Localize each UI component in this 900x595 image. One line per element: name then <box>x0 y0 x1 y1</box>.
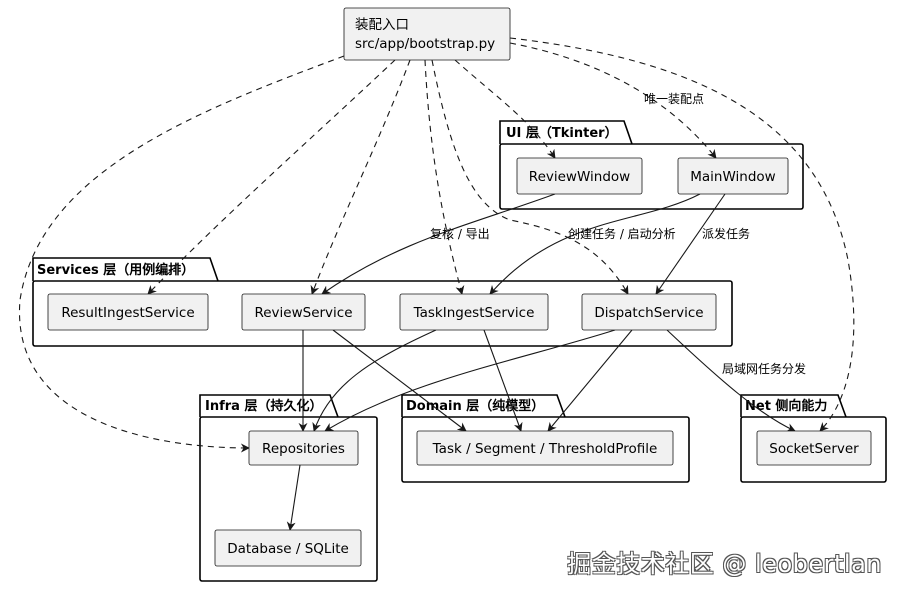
edge-taskingest-domain <box>483 329 523 432</box>
edge-entry-reviewwindow <box>454 59 556 159</box>
edge-dispatch-socketserver <box>666 329 796 432</box>
node-review-window: ReviewWindow <box>516 157 643 195</box>
package-infra-title: Infra 层（持久化） <box>205 398 322 414</box>
edge-entry-reviewservice <box>310 59 411 295</box>
node-database-label: Database / SQLite <box>227 541 349 557</box>
node-result-ingest-service-label: ResultIngestService <box>61 305 194 321</box>
edge-reviewservice-domain <box>332 329 467 432</box>
edge-label-review-export: 复核 / 导出 <box>430 227 490 241</box>
edge-entry-socketserver <box>509 37 855 432</box>
node-review-service: ReviewService <box>241 293 366 331</box>
node-result-ingest-service: ResultIngestService <box>47 293 209 331</box>
edge-entry-repositories <box>19 55 345 453</box>
node-database: Database / SQLite <box>214 529 362 567</box>
node-socket-server: SocketServer <box>756 430 872 466</box>
node-task-ingest-service: TaskIngestService <box>399 293 549 331</box>
node-dispatch-service-label: DispatchService <box>594 305 703 321</box>
package-services-title: Services 层（用例编排） <box>37 262 194 278</box>
node-entry-line1: 装配入口 <box>355 17 409 33</box>
dependency-edges-entry <box>19 37 855 453</box>
edge-repositories-database <box>286 464 301 531</box>
node-entry-line2: src/app/bootstrap.py <box>355 36 495 52</box>
edge-label-only-assembly: 唯一装配点 <box>644 92 704 106</box>
edge-entry-dispatch <box>431 59 629 295</box>
edge-entry-mainwindow <box>509 42 717 159</box>
node-domain-models-label: Task / Segment / ThresholdProfile <box>432 441 658 457</box>
edge-reviewwindow-reviewservice <box>321 193 556 295</box>
dependency-edges-solid <box>286 193 796 531</box>
node-review-window-label: ReviewWindow <box>529 169 630 185</box>
edge-labels: 唯一装配点 复核 / 导出 创建任务 / 启动分析 派发任务 局域网任务分发 <box>430 92 806 376</box>
edge-mainwindow-dispatch <box>655 193 726 295</box>
edge-dispatch-repositories <box>324 329 616 432</box>
node-repositories-label: Repositories <box>262 441 345 457</box>
edge-label-create-task: 创建任务 / 启动分析 <box>568 226 676 241</box>
node-domain-models: Task / Segment / ThresholdProfile <box>416 430 674 466</box>
edge-entry-taskingest <box>424 59 465 295</box>
node-socket-server-label: SocketServer <box>769 441 859 457</box>
edge-label-lan-dispatch: 局域网任务分发 <box>722 361 806 376</box>
package-net-title: Net 侧向能力 <box>745 398 827 414</box>
edge-dispatch-domain <box>547 329 633 432</box>
watermark: 掘金技术社区 @ leobertlan <box>567 550 882 578</box>
node-task-ingest-service-label: TaskIngestService <box>413 305 535 321</box>
package-domain-title: Domain 层（纯模型） <box>406 398 544 414</box>
node-main-window: MainWindow <box>677 157 789 195</box>
package-ui-title: UI 层（Tkinter） <box>506 125 618 141</box>
node-entry: 装配入口 src/app/bootstrap.py <box>343 7 511 61</box>
edge-taskingest-repositories <box>312 329 437 432</box>
node-main-window-label: MainWindow <box>690 169 775 185</box>
edge-mainwindow-taskingest <box>489 193 701 295</box>
node-dispatch-service: DispatchService <box>581 293 717 331</box>
node-review-service-label: ReviewService <box>254 305 352 321</box>
node-repositories: Repositories <box>248 430 359 466</box>
edge-label-dispatch-task: 派发任务 <box>702 226 750 241</box>
edge-entry-resultingest <box>147 59 396 295</box>
